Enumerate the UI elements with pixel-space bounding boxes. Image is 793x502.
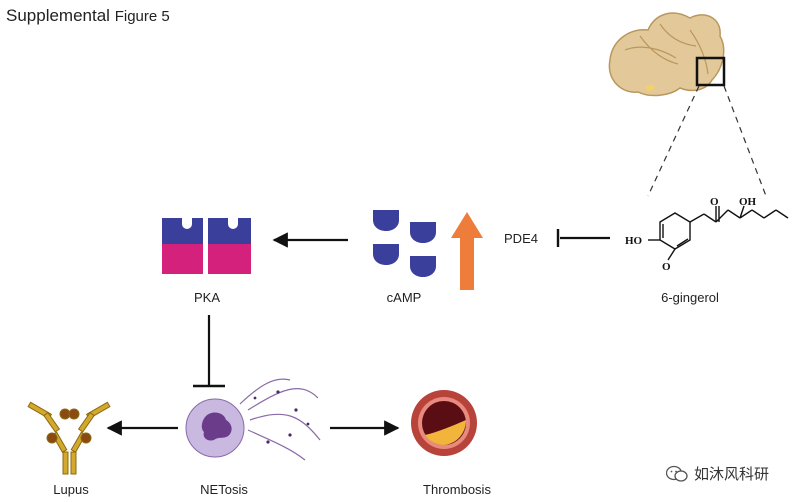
watermark-text: 如沐风科研	[693, 466, 769, 483]
mol-o-methoxy: O	[662, 261, 671, 273]
label-netosis: NETosis	[200, 482, 248, 497]
wechat-icon	[665, 465, 688, 482]
zoom-line-right	[723, 85, 767, 197]
figure-title: Supplemental Figure 5	[6, 6, 170, 26]
mol-ho-left: HO	[625, 235, 643, 247]
label-lupus: Lupus	[53, 482, 89, 497]
watermark: 如沐风科研	[665, 463, 769, 484]
lupus-antibody-icon	[27, 401, 111, 475]
title-part2: Figure 5	[114, 8, 170, 25]
ginger-root-image	[608, 12, 725, 97]
label-pka: PKA	[193, 290, 221, 305]
label-camp: cAMP	[386, 290, 422, 305]
camp-icon	[373, 210, 436, 277]
zoom-box	[695, 56, 726, 87]
mol-o-top: O	[710, 196, 719, 208]
thrombosis-vessel-icon	[411, 390, 477, 456]
label-gingerol: 6-gingerol	[661, 290, 719, 305]
mol-oh-top: OH	[739, 196, 757, 208]
label-thrombosis: Thrombosis	[423, 482, 491, 497]
gingerol-structure	[648, 205, 789, 261]
netosis-cell-icon	[185, 378, 321, 461]
zoom-line-left	[647, 85, 700, 197]
increase-arrow	[451, 212, 483, 290]
label-pde4: PDE4	[504, 231, 538, 246]
pka-icon	[162, 218, 251, 274]
title-part1: Supplemental	[6, 6, 110, 25]
